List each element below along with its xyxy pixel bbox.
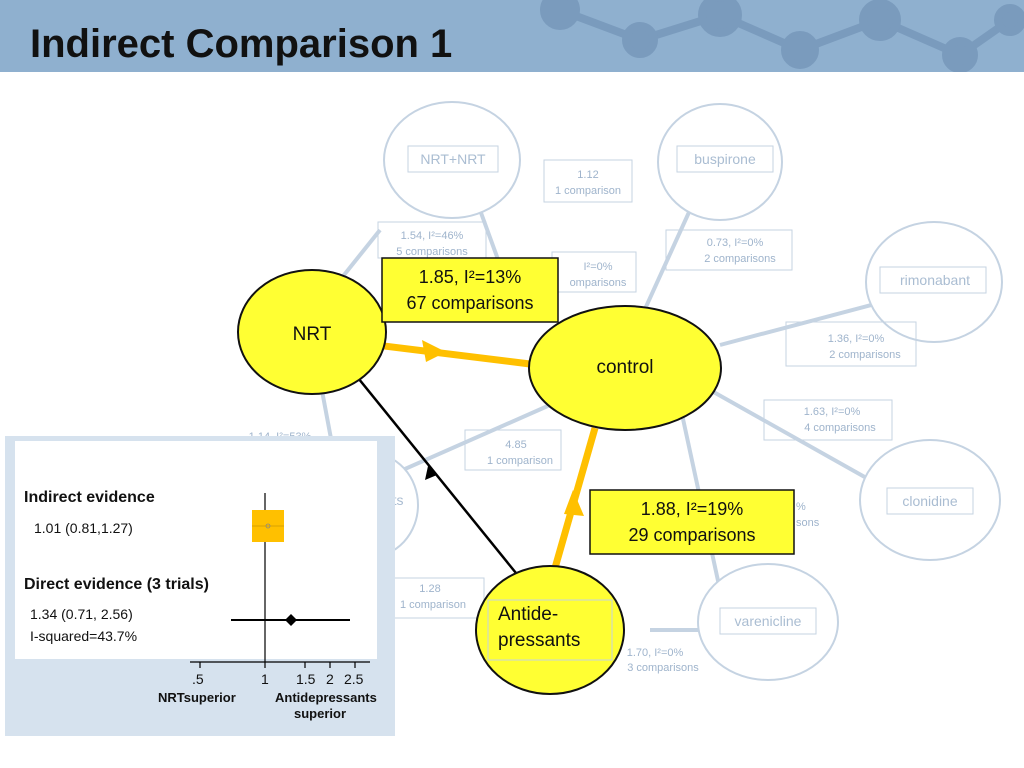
label-nrt-control-line1: 1.85, I²=13% xyxy=(419,267,522,287)
label-antide-control-box xyxy=(589,489,795,555)
label-antide-control-line1: 1.88, I²=19% xyxy=(641,499,744,519)
edge-label: omparisons xyxy=(570,277,627,289)
edge-label: 1.12 xyxy=(577,169,598,181)
direct-estimate-diamond xyxy=(285,614,297,626)
direct-evidence-heading: Direct evidence (3 trials) xyxy=(24,576,209,593)
node-control-label: control xyxy=(596,357,653,378)
arrow-antide-control xyxy=(564,490,584,516)
edge-label: 3 comparisons xyxy=(627,662,699,674)
edge-label: 0.73, I²=0% xyxy=(707,237,764,249)
tick-label: .5 xyxy=(192,671,204,687)
right-caption-line2: superior xyxy=(294,706,347,721)
molecule-decoration xyxy=(540,0,1024,72)
edge-label: 1 comparison xyxy=(555,185,621,197)
node-rimonabant-label: rimonabant xyxy=(900,272,970,288)
header-banner: Indirect Comparison 1 xyxy=(0,0,1024,72)
node-antide-label-1: Antide- xyxy=(498,604,558,625)
indirect-point xyxy=(265,523,271,529)
tick-label: 2 xyxy=(326,671,334,687)
edge-label: 1.36, I²=0% xyxy=(828,333,885,345)
node-buspirone-label: buspirone xyxy=(694,151,756,167)
node-varenicline-label: varenicline xyxy=(735,613,802,629)
node-antidepressants xyxy=(475,565,625,695)
node-varenicline-circle xyxy=(697,563,839,681)
forest-plot-white-area xyxy=(15,441,377,659)
label-nrt-control-box xyxy=(381,257,559,323)
node-rimonabant-circle xyxy=(865,221,1003,343)
edge-label: 1.63, I²=0% xyxy=(804,406,861,418)
node-nrtnrt-circle xyxy=(383,101,521,219)
node-antide-label-2: pressants xyxy=(498,630,580,651)
node-antidepressants-labelbox xyxy=(487,599,613,661)
edge-label: 1.28 xyxy=(419,583,440,595)
tick-label: 1 xyxy=(261,671,269,687)
x-ticks xyxy=(199,662,356,668)
edge-label: 1.70, I²=0% xyxy=(627,647,684,659)
edge-label: 1 comparison xyxy=(400,599,466,611)
label-antide-control-line2: 29 comparisons xyxy=(628,525,755,545)
edge-label: 2 comparisons xyxy=(829,349,901,361)
edge-label: % xyxy=(796,501,806,513)
arrow-indirect xyxy=(425,466,437,480)
page-title: Indirect Comparison 1 xyxy=(30,22,453,66)
direct-evidence-isquared: I-squared=43.7% xyxy=(30,628,138,644)
node-buspirone-circle xyxy=(657,103,783,221)
indirect-evidence-value: 1.01 (0.81,1.27) xyxy=(34,520,133,536)
edge-label: 5 comparisons xyxy=(396,246,468,258)
node-nrt xyxy=(237,269,387,395)
edge-label: I²=0% xyxy=(583,261,612,273)
edge-label: 1.54, I²=46% xyxy=(401,230,464,242)
edge-label: sons xyxy=(796,517,820,529)
right-caption-line1: Antidepressants xyxy=(275,690,377,705)
node-control xyxy=(528,305,722,431)
node-nrt-label: NRT xyxy=(293,324,332,345)
tick-label: 2.5 xyxy=(344,671,364,687)
node-clonidine-circle xyxy=(859,439,1001,561)
node-clonidine-label: clonidine xyxy=(902,493,957,509)
left-caption: NRTsuperior xyxy=(158,690,236,705)
tick-label: 1.5 xyxy=(296,671,316,687)
edge-label: 4.85 xyxy=(505,439,526,451)
edge-label: 4 comparisons xyxy=(804,422,876,434)
indirect-evidence-heading: Indirect evidence xyxy=(24,489,155,506)
node-nrtnrt-label: NRT+NRT xyxy=(420,151,486,167)
arrow-nrt-control xyxy=(422,340,446,362)
edge-label: 2 comparisons xyxy=(704,253,776,265)
label-nrt-control-line2: 67 comparisons xyxy=(406,293,533,313)
direct-evidence-value: 1.34 (0.71, 2.56) xyxy=(30,606,133,622)
edge-label: 1 comparison xyxy=(487,455,553,467)
